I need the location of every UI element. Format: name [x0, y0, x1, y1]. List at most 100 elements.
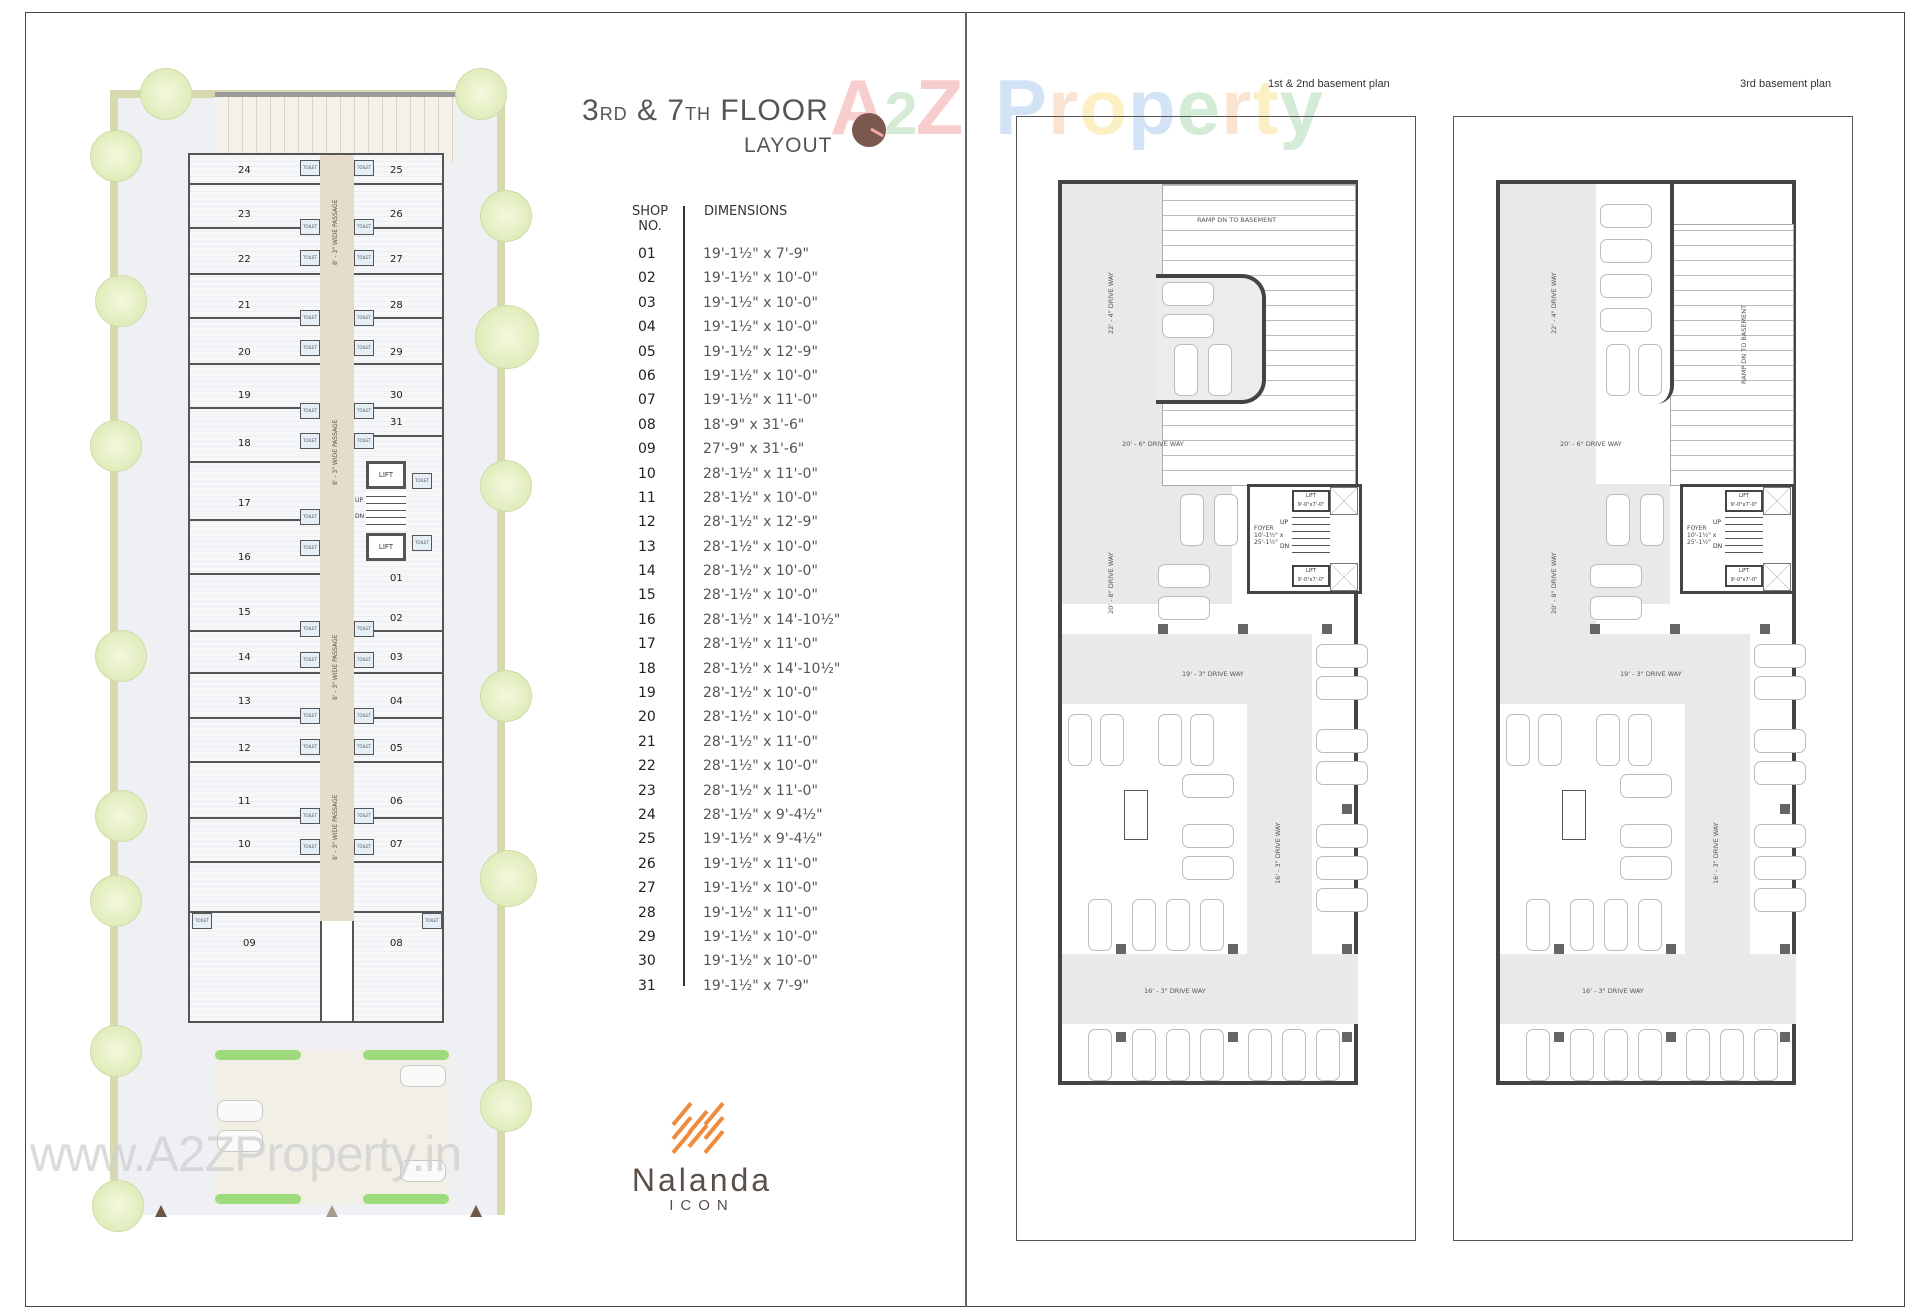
driveway — [1062, 954, 1358, 1024]
dimension-cell: 28'-1½" x 14'-10½" — [703, 660, 841, 677]
shop-wall — [354, 273, 444, 275]
shop-wall — [354, 817, 444, 819]
column — [1228, 1032, 1238, 1042]
toilet: TOILET — [412, 535, 432, 551]
car-icon — [1132, 899, 1156, 951]
watermark-letter: y — [1279, 63, 1324, 151]
car-icon — [1754, 676, 1806, 700]
lift: LIFT 9'-0"x7'-0" — [1725, 490, 1763, 512]
shop-no-cell: 19 — [638, 685, 656, 702]
shop-wall — [354, 183, 444, 185]
dimension-cell: 19'-1½" x 10'-0" — [703, 953, 818, 970]
shaft — [1763, 563, 1791, 591]
car-icon — [1182, 774, 1234, 798]
shop-wall — [354, 435, 444, 437]
driveway-label: 16' - 3" DRIVE WAY — [1712, 822, 1720, 884]
title-text: RD — [599, 104, 628, 124]
shop-no-cell: 31 — [638, 977, 656, 994]
shop-wall — [190, 630, 320, 632]
dimension-cell: 19'-1½" x 7'-9" — [703, 246, 809, 262]
shop-no-cell: 23 — [638, 782, 656, 799]
ramp-label: RAMP DN TO BASEMENT — [1740, 304, 1748, 384]
table-header-shop-no: SHOP NO. — [628, 204, 672, 234]
service-gap — [320, 921, 354, 1021]
driveway-label: 20' - 6" DRIVE WAY — [1560, 440, 1622, 448]
shop-no-cell: 03 — [638, 294, 656, 311]
shop-no-cell: 21 — [638, 733, 656, 750]
dimension-cell: 28'-1½" x 10'-0" — [703, 709, 818, 726]
shop-number: 07 — [390, 839, 403, 850]
shop-wall — [354, 407, 444, 409]
car-icon — [1638, 899, 1662, 951]
logo-subtitle: ICON — [669, 1197, 735, 1214]
column — [1158, 624, 1168, 634]
dimension-cell: 19'-1½" x 10'-0" — [703, 367, 818, 384]
dimension-cell: 28'-1½" x 11'-0" — [703, 782, 818, 799]
title-dot-icon — [852, 113, 886, 147]
shop-no-cell: 02 — [638, 270, 656, 287]
shop-no-cell: 20 — [638, 709, 656, 726]
toilet: TOILET — [300, 433, 320, 449]
shop-wall — [354, 363, 444, 365]
dimension-cell: 27'-9" x 31'-6" — [703, 441, 805, 458]
entry-arrow-icon — [326, 1205, 338, 1217]
title-line-2: LAYOUT — [744, 134, 833, 157]
basement-3-label: 3rd basement plan — [1740, 78, 1832, 90]
car-icon — [400, 1065, 446, 1087]
header-text: SHOP — [631, 204, 669, 219]
tree-icon — [90, 420, 142, 472]
toilet: TOILET — [300, 621, 320, 637]
shop-number: 09 — [243, 938, 256, 949]
car-icon — [1158, 714, 1182, 766]
car-icon — [1316, 676, 1368, 700]
staircase — [1725, 515, 1763, 559]
hedge — [215, 1194, 301, 1204]
toilet: TOILET — [300, 739, 320, 755]
toilet: TOILET — [192, 913, 212, 929]
car-icon — [1600, 274, 1652, 298]
shop-number: 29 — [390, 347, 403, 358]
car-icon — [1088, 1029, 1112, 1081]
toilet: TOILET — [354, 433, 374, 449]
car-icon — [1162, 314, 1214, 338]
shop-no-cell: 25 — [638, 831, 656, 848]
dimension-cell: 28'-1½" x 10'-0" — [703, 758, 818, 775]
page-title: 3RD & 7TH FLOOR LAYOUT — [582, 94, 831, 157]
shop-no-cell: 27 — [638, 880, 656, 897]
car-icon — [1088, 899, 1112, 951]
shop-wall — [190, 519, 320, 521]
toilet: TOILET — [300, 540, 320, 556]
stair-up-label: UP — [355, 497, 364, 504]
shop-no-cell: 24 — [638, 806, 656, 823]
shop-wall — [190, 717, 320, 719]
driveway — [1685, 634, 1750, 964]
dimension-cell: 19'-1½" x 10'-0" — [703, 880, 818, 897]
shop-no-cell: 05 — [638, 343, 656, 360]
shop-wall — [354, 227, 444, 229]
car-icon — [1174, 344, 1198, 396]
dimension-cell: 28'-1½" x 10'-0" — [703, 538, 818, 555]
staircase — [1292, 515, 1330, 559]
car-icon — [1208, 344, 1232, 396]
tree-icon — [140, 68, 192, 120]
tree-icon — [480, 190, 532, 242]
shop-number: 30 — [390, 390, 403, 401]
toilet: TOILET — [300, 403, 320, 419]
shop-number: 05 — [390, 743, 403, 754]
shop-wall — [354, 672, 444, 674]
shaft — [1763, 487, 1791, 515]
driveway-label: 16' - 3" DRIVE WAY — [1582, 987, 1644, 995]
car-icon — [1570, 899, 1594, 951]
car-icon — [1158, 564, 1210, 588]
watermark-letter: P — [995, 63, 1049, 151]
car-icon — [217, 1130, 263, 1152]
car-icon — [1316, 888, 1368, 912]
car-icon — [1640, 494, 1664, 546]
shop-wall — [190, 227, 320, 229]
car-icon — [1620, 856, 1672, 880]
header-text: NO. — [638, 219, 662, 234]
car-icon — [1316, 644, 1368, 668]
driveway-label: 20' - 8" DRIVE WAY — [1107, 552, 1115, 614]
shop-wall — [190, 183, 320, 185]
driveway-label: 22' - 4" DRIVE WAY — [1107, 272, 1115, 334]
